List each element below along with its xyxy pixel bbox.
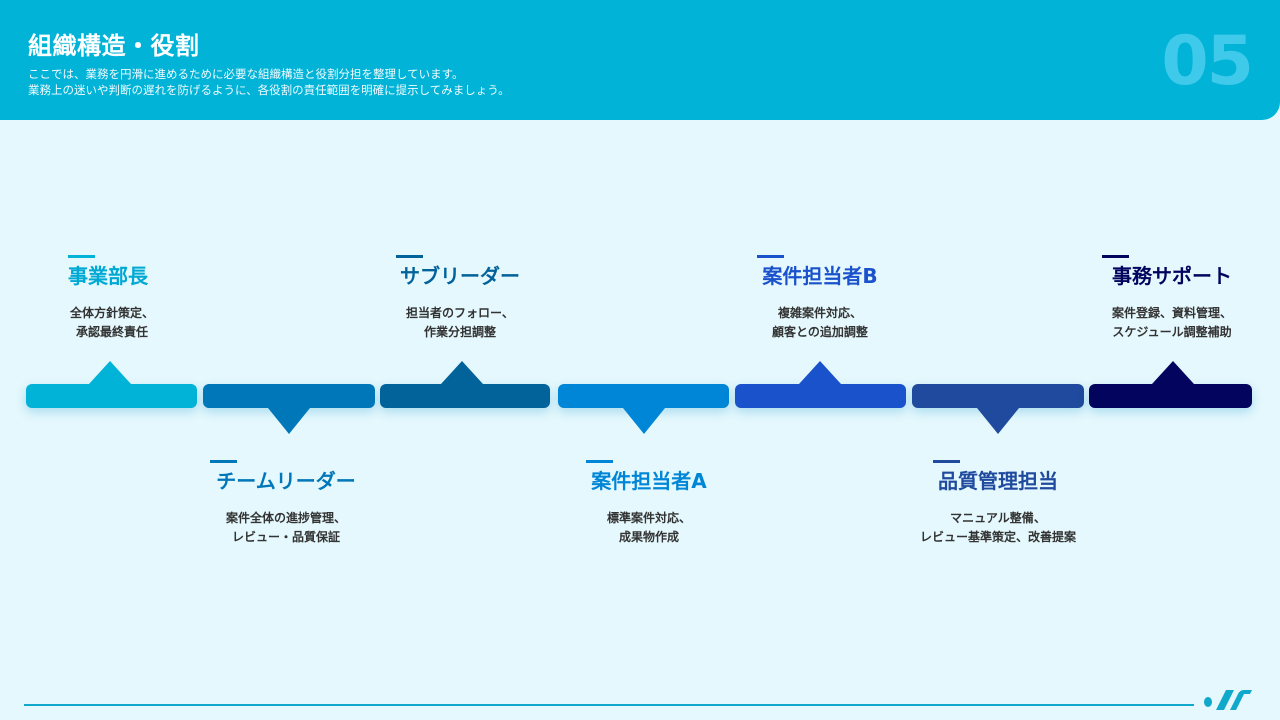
role-title: 品質管理担当 xyxy=(938,469,1058,493)
accent-line xyxy=(1102,255,1129,258)
page-description: ここでは、業務を円滑に進めるために必要な組織構造と役割分担を整理しています。 業… xyxy=(28,66,510,98)
role-desc-line-2: 承認最終責任 xyxy=(75,325,148,339)
arrow-up-icon xyxy=(799,361,841,384)
role-title: 案件担当者B xyxy=(762,264,878,288)
arrow-up-icon xyxy=(1152,361,1194,384)
role-desc-line-1: 標準案件対応、 xyxy=(606,511,691,525)
accent-line xyxy=(933,460,960,463)
description-line-2: 業務上の迷いや判断の遅れを防げるように、各役割の責任範囲を明確に提示してみましょ… xyxy=(28,83,510,97)
arrow-down-icon xyxy=(623,408,665,434)
role-card-staff-b: 案件担当者B 複雑案件対応、 顧客との追加調整 xyxy=(710,255,930,342)
footer-divider xyxy=(24,704,1194,706)
role-desc-line-1: マニュアル整備、 xyxy=(950,511,1046,525)
role-title: 事務サポート xyxy=(1112,264,1232,288)
role-title: 事業部長 xyxy=(68,264,148,288)
timeline-bar-4 xyxy=(558,384,729,408)
accent-line xyxy=(586,460,613,463)
role-title: チームリーダー xyxy=(216,469,356,493)
arrow-down-icon xyxy=(977,408,1019,434)
arrow-up-icon xyxy=(441,361,483,384)
accent-line xyxy=(68,255,95,258)
arrow-down-icon xyxy=(268,408,310,434)
timeline-bar-3 xyxy=(380,384,550,408)
role-desc-line-2: スケジュール調整補助 xyxy=(1112,325,1232,339)
role-desc-line-2: 成果物作成 xyxy=(618,530,679,544)
role-card-sub-leader: サブリーダー 担当者のフォロー、 作業分担調整 xyxy=(350,255,570,342)
role-title: サブリーダー xyxy=(400,264,520,288)
role-card-team-leader: チームリーダー 案件全体の進捗管理、 レビュー・品質保証 xyxy=(176,460,396,547)
role-desc-line-2: レビュー基準策定、改善提案 xyxy=(919,530,1076,544)
section-number: 05 xyxy=(1161,22,1254,101)
role-desc-line-2: 顧客との追加調整 xyxy=(772,325,868,339)
description-line-1: ここでは、業務を円滑に進めるために必要な組織構造と役割分担を整理しています。 xyxy=(28,67,464,81)
role-desc-line-1: 案件全体の進捗管理、 xyxy=(225,511,346,525)
arrow-up-icon xyxy=(89,361,131,384)
timeline-bar-6 xyxy=(912,384,1084,408)
page-title: 組織構造・役割 xyxy=(28,32,200,60)
role-card-division-head: 事業部長 全体方針策定、 承認最終責任 xyxy=(2,255,222,342)
role-title: 案件担当者A xyxy=(591,469,707,493)
role-card-quality-control: 品質管理担当 マニュアル整備、 レビュー基準策定、改善提案 xyxy=(888,460,1108,547)
timeline-bar-2 xyxy=(203,384,375,408)
timeline-bar-5 xyxy=(735,384,906,408)
header-banner: 組織構造・役割 ここでは、業務を円滑に進めるために必要な組織構造と役割分担を整理… xyxy=(0,0,1280,120)
role-desc-line-2: レビュー・品質保証 xyxy=(231,530,340,544)
accent-line xyxy=(210,460,237,463)
timeline-bar-1 xyxy=(26,384,197,408)
logo-mark-icon xyxy=(1204,690,1252,710)
accent-line xyxy=(396,255,423,258)
role-desc-line-1: 全体方針策定、 xyxy=(69,306,154,320)
role-card-admin-support: 事務サポート 案件登録、資料管理、 スケジュール調整補助 xyxy=(1062,255,1280,342)
role-desc-line-2: 作業分担調整 xyxy=(423,325,496,339)
role-card-staff-a: 案件担当者A 標準案件対応、 成果物作成 xyxy=(539,460,759,547)
role-desc-line-1: 複雑案件対応、 xyxy=(777,306,862,320)
role-desc-line-1: 担当者のフォロー、 xyxy=(406,306,514,320)
accent-line xyxy=(757,255,784,258)
timeline-bar-7 xyxy=(1089,384,1252,408)
role-desc-line-1: 案件登録、資料管理、 xyxy=(1111,306,1232,320)
